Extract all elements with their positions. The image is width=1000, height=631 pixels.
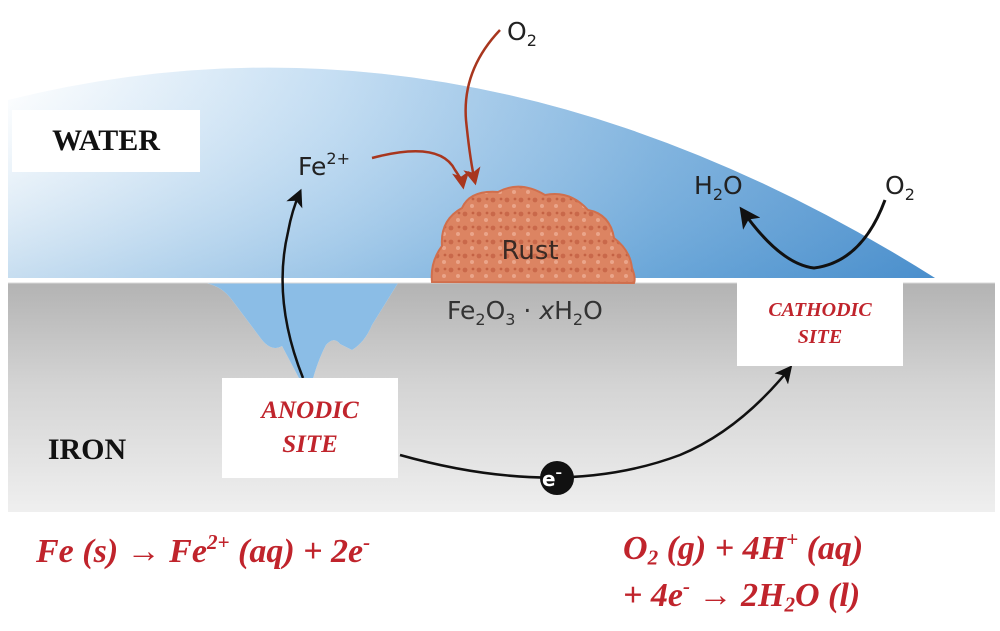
cathodic-site-line2: SITE	[797, 326, 843, 348]
h2o-label: H2O	[694, 171, 743, 204]
electron-icon	[540, 461, 574, 495]
water-label-text: WATER	[52, 124, 160, 157]
iron-label: IRON	[12, 422, 162, 478]
rust-formula: Fe2O3 · xH2O	[447, 296, 603, 329]
electron-flow-arrow	[399, 365, 793, 479]
anodic-pit	[205, 283, 398, 382]
anode-equation: Fe (s) → Fe2+ (aq) + 2e-	[36, 530, 371, 571]
water-label: WATER	[12, 110, 200, 172]
anodic-site-line2: SITE	[282, 431, 338, 458]
fe-ion-label: Fe2+	[298, 149, 350, 181]
cathode-equation-line1: O2 (g) + 4H+ (aq)	[623, 527, 864, 570]
rust-deposit	[430, 185, 636, 285]
cathodic-site-label: CATHODIC SITE	[737, 282, 903, 366]
iron-label-text: IRON	[47, 433, 127, 466]
o2-top-label: O2	[507, 17, 537, 50]
cathodic-site-line1: CATHODIC	[768, 299, 872, 321]
o2-right-label: O2	[885, 171, 915, 204]
anodic-site-label: ANODIC SITE	[222, 378, 398, 478]
anodic-site-line1: ANODIC	[261, 397, 359, 425]
fe-ion-to-rust-arrow	[371, 150, 470, 190]
o2-to-water-arrow	[739, 199, 887, 270]
electron-label: e–	[542, 466, 562, 491]
rust-label: Rust	[501, 236, 558, 266]
cathode-equation-line2: + 4e- → 2H2O (l)	[623, 574, 861, 617]
fe-ion-release-arrow	[281, 188, 305, 379]
o2-to-rust-arrow	[463, 29, 501, 186]
